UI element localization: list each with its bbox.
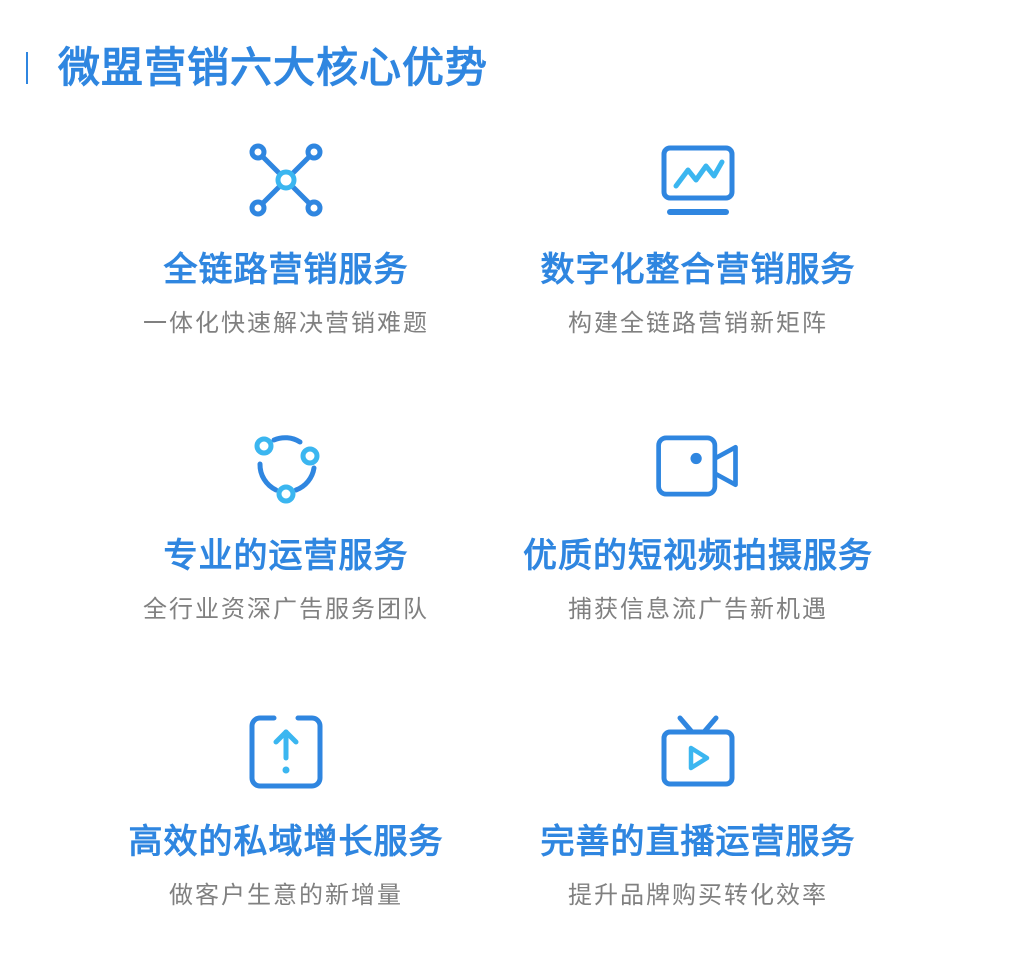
feature-subtitle: 一体化快速解决营销难题: [143, 309, 429, 337]
live-tv-icon: [653, 707, 743, 797]
feature-subtitle: 提升品牌购买转化效率: [568, 881, 828, 909]
feature-title: 专业的运营服务: [163, 536, 409, 576]
feature-card-full-link: 全链路营销服务 一体化快速解决营销难题: [76, 135, 496, 375]
feature-subtitle: 构建全链路营销新矩阵: [568, 309, 828, 337]
feature-card-operation: 专业的运营服务 全行业资深广告服务团队: [76, 421, 496, 661]
feature-title: 高效的私域增长服务: [128, 822, 444, 862]
trend-monitor-icon: [653, 135, 743, 225]
feature-card-digital: 数字化整合营销服务 构建全链路营销新矩阵: [488, 135, 908, 375]
feature-card-private-growth: 高效的私域增长服务 做客户生意的新增量: [76, 707, 496, 947]
feature-title: 全链路营销服务: [163, 250, 409, 290]
header-accent-bar: [26, 52, 28, 84]
upload-box-icon: [241, 707, 331, 797]
feature-subtitle: 捕获信息流广告新机遇: [568, 595, 828, 623]
feature-title: 数字化整合营销服务: [540, 250, 856, 290]
feature-title: 优质的短视频拍摄服务: [523, 536, 873, 576]
video-camera-icon: [653, 421, 743, 511]
team-circle-icon: [241, 421, 331, 511]
feature-card-short-video: 优质的短视频拍摄服务 捕获信息流广告新机遇: [488, 421, 908, 661]
feature-title: 完善的直播运营服务: [540, 822, 856, 862]
page-title: 微盟营销六大核心优势: [58, 43, 489, 92]
feature-subtitle: 做客户生意的新增量: [169, 881, 403, 909]
section-header: 微盟营销六大核心优势: [0, 0, 1020, 130]
feature-subtitle: 全行业资深广告服务团队: [143, 595, 429, 623]
feature-card-live-stream: 完善的直播运营服务 提升品牌购买转化效率: [488, 707, 908, 947]
network-nodes-icon: [241, 135, 331, 225]
